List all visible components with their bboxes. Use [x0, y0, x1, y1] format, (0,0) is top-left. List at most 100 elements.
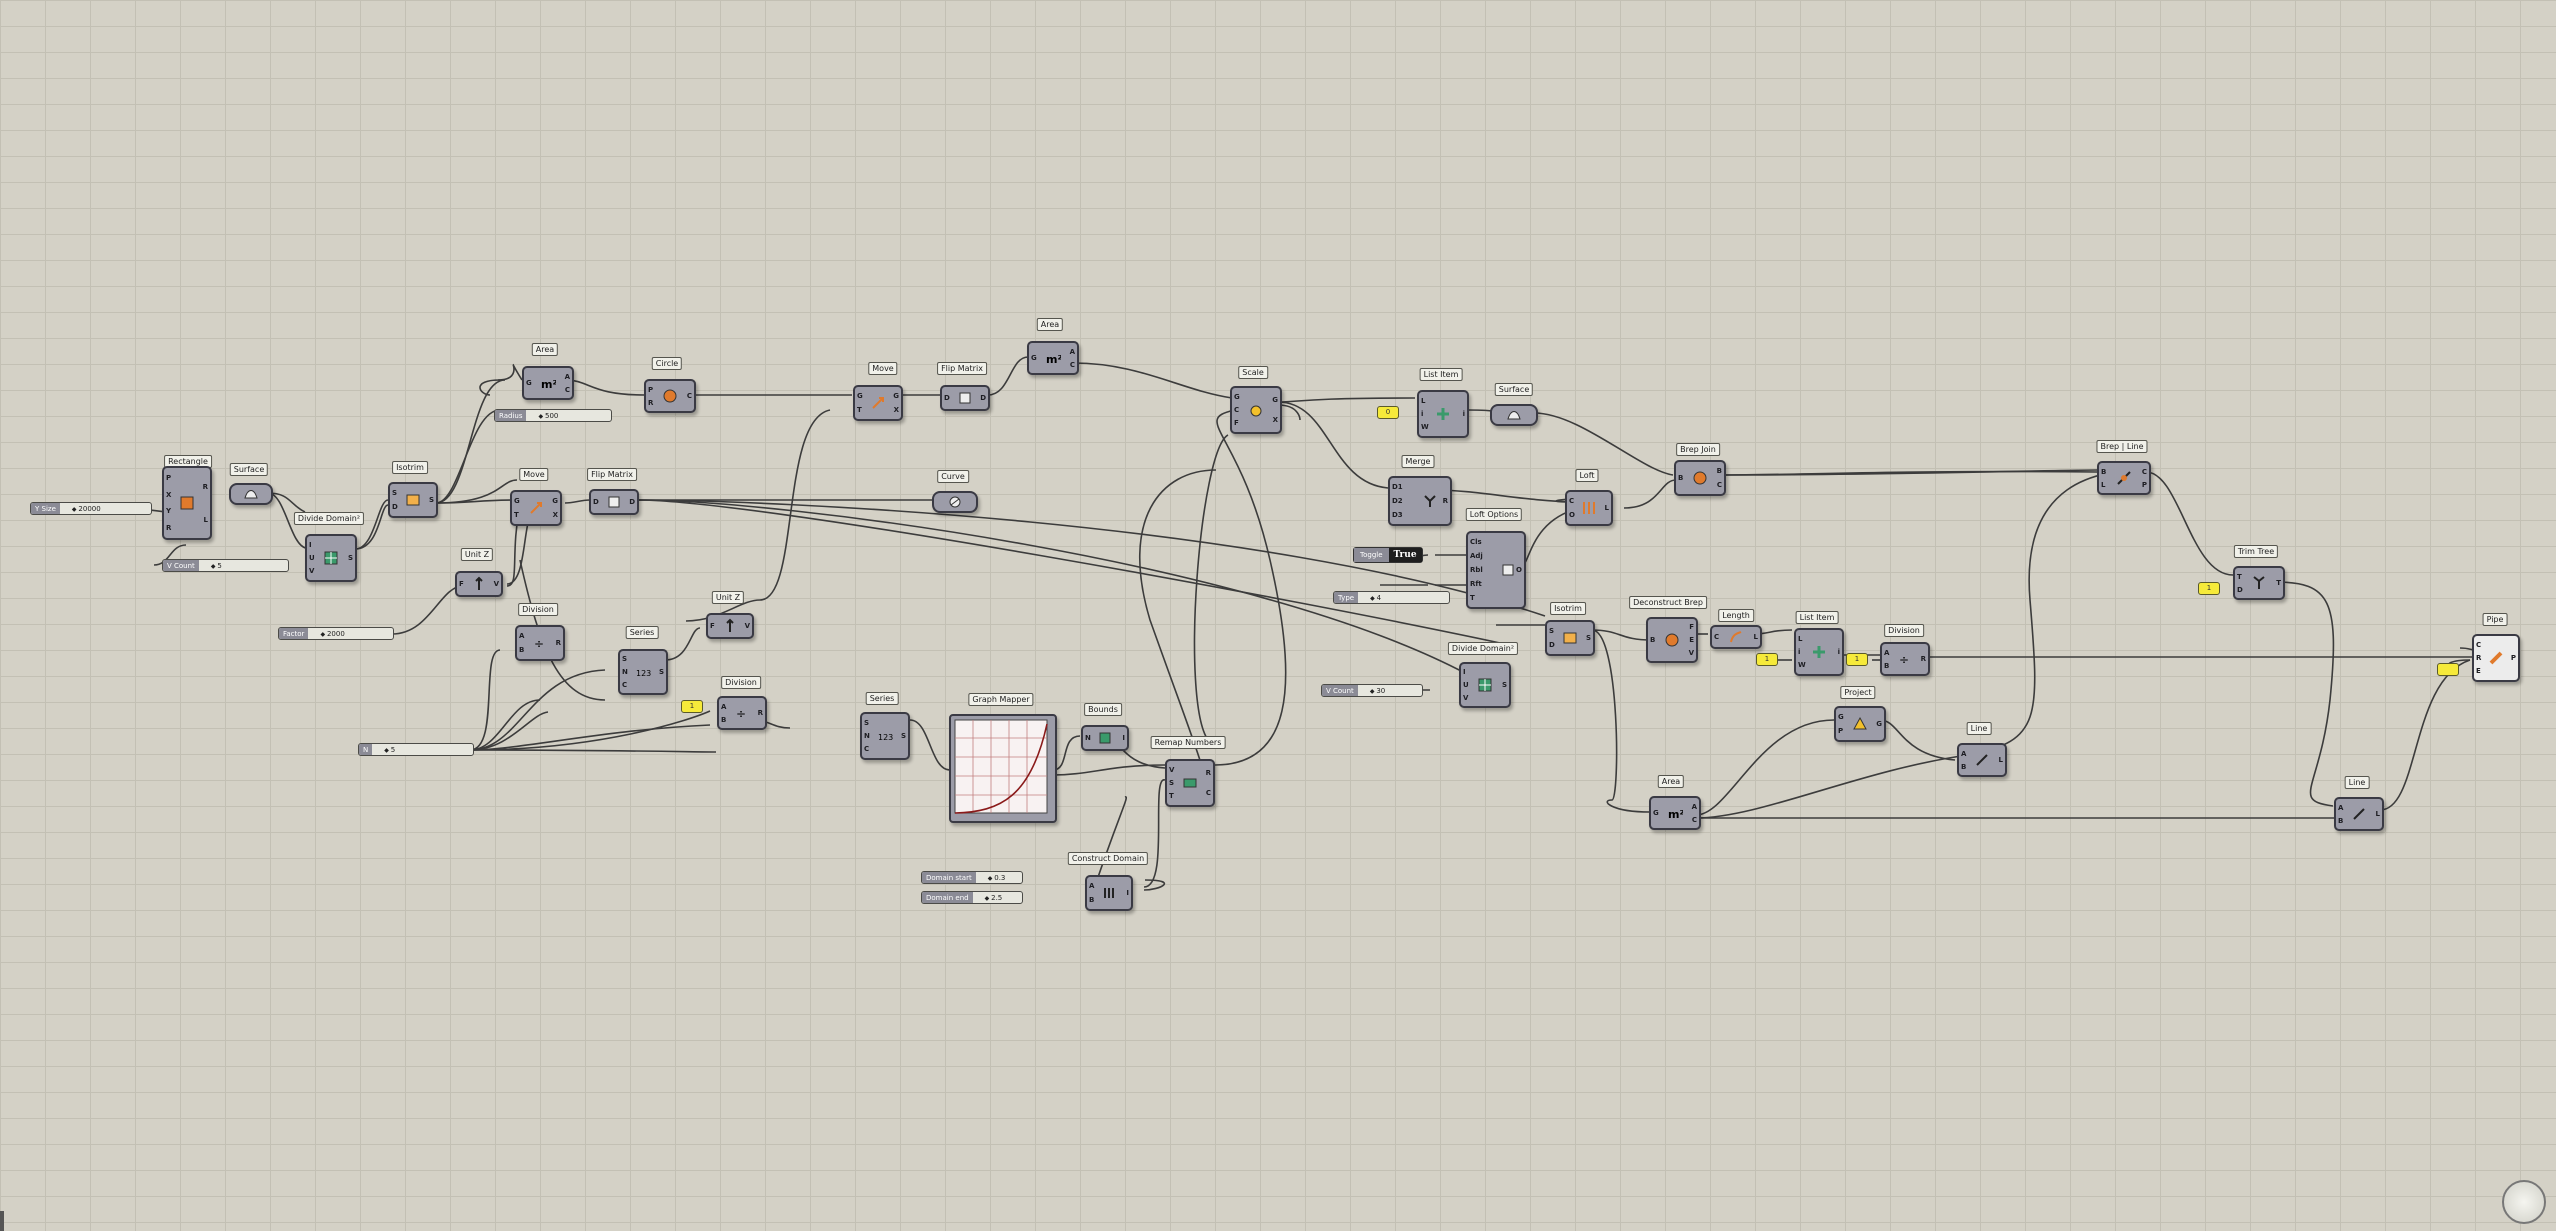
- svg-text:÷: ÷: [1899, 653, 1909, 667]
- panel-input-4[interactable]: 1: [1846, 653, 1868, 666]
- component-graph-mapper[interactable]: [949, 714, 1057, 823]
- label-merge: Merge: [1401, 455, 1435, 468]
- domain-grid-icon: [324, 551, 338, 565]
- move-arrow-icon: [530, 502, 542, 514]
- slider-radius[interactable]: Radius 500: [494, 409, 612, 422]
- label-division-3: Division: [1884, 624, 1924, 637]
- project-icon: [1853, 716, 1867, 730]
- panel-input-2[interactable]: 0: [1377, 406, 1399, 419]
- surface-icon: [1507, 411, 1521, 420]
- label-graph-mapper: Graph Mapper: [968, 693, 1034, 706]
- label-unit-z: Unit Z: [460, 548, 494, 561]
- graph-curve: [954, 723, 1048, 814]
- series-icon: 123: [636, 669, 651, 678]
- label-division-2: Division: [721, 676, 761, 689]
- rectangle-icon: [180, 496, 194, 510]
- merge-icon: [1424, 495, 1436, 507]
- trim-tree-icon: [2253, 576, 2265, 589]
- curve-icon: [949, 496, 961, 508]
- panel-input-5[interactable]: 1: [2198, 582, 2220, 595]
- label-surface: Surface: [229, 463, 269, 476]
- label-list-item-2: List Item: [1795, 611, 1839, 624]
- isotrim-icon: [1563, 632, 1577, 644]
- label-circle: Circle: [651, 357, 683, 370]
- component-unit-z-2[interactable]: F V: [706, 613, 754, 639]
- division-icon: ÷: [1899, 653, 1909, 667]
- slider-v-count-2[interactable]: V Count 30: [1321, 684, 1423, 697]
- slider-v-count[interactable]: V Count 5: [162, 559, 289, 572]
- svg-text:÷: ÷: [736, 707, 746, 721]
- label-project: Project: [1840, 686, 1876, 699]
- svg-text:m²: m²: [1046, 353, 1061, 366]
- slider-type[interactable]: Type 4: [1333, 591, 1450, 604]
- component-flip-matrix[interactable]: D D: [589, 489, 639, 515]
- component-flip-matrix-2[interactable]: D D: [940, 385, 990, 411]
- slider-domain-start[interactable]: Domain start 0.3: [921, 871, 1023, 884]
- unit-z-icon: [475, 576, 483, 590]
- label-divide-domain: Divide Domain²: [293, 512, 365, 525]
- panel-input-6[interactable]: [2437, 663, 2459, 676]
- component-surface[interactable]: [229, 483, 273, 505]
- remap-icon: [1183, 778, 1197, 788]
- label-move-2: Move: [868, 362, 898, 375]
- slider-domain-end[interactable]: Domain end 2.5: [921, 891, 1023, 904]
- label-trim-tree: Trim Tree: [2233, 545, 2279, 558]
- graph-mapper-plot[interactable]: [951, 716, 1051, 817]
- toggle-boolean[interactable]: Toggle True: [1353, 547, 1423, 563]
- unit-z-icon: [726, 618, 734, 632]
- panel-input-1[interactable]: 1: [681, 700, 703, 713]
- canvas-edge-handle[interactable]: [0, 1211, 4, 1231]
- label-unit-z-2: Unit Z: [711, 591, 745, 604]
- domain-grid-icon: [1478, 678, 1492, 692]
- svg-text:123: 123: [878, 733, 893, 742]
- label-bounds: Bounds: [1084, 703, 1122, 716]
- move-arrow-icon: [872, 397, 884, 409]
- component-curve[interactable]: [932, 491, 978, 513]
- slider-n[interactable]: N 5: [358, 743, 474, 756]
- label-pipe: Pipe: [2482, 613, 2508, 626]
- slider-y-size[interactable]: Y Size 20000: [30, 502, 152, 515]
- slider-factor[interactable]: Factor 2000: [278, 627, 394, 640]
- component-surface-2[interactable]: [1490, 404, 1538, 426]
- component-bounds[interactable]: N I: [1081, 725, 1129, 751]
- area-icon: m²: [1668, 808, 1683, 821]
- component-unit-z[interactable]: F V: [455, 571, 503, 597]
- component-length[interactable]: C L: [1710, 625, 1762, 649]
- construct-domain-icon: [1104, 888, 1114, 898]
- panel-input-3[interactable]: 1: [1756, 653, 1778, 666]
- navigation-compass-icon[interactable]: [2502, 1180, 2546, 1224]
